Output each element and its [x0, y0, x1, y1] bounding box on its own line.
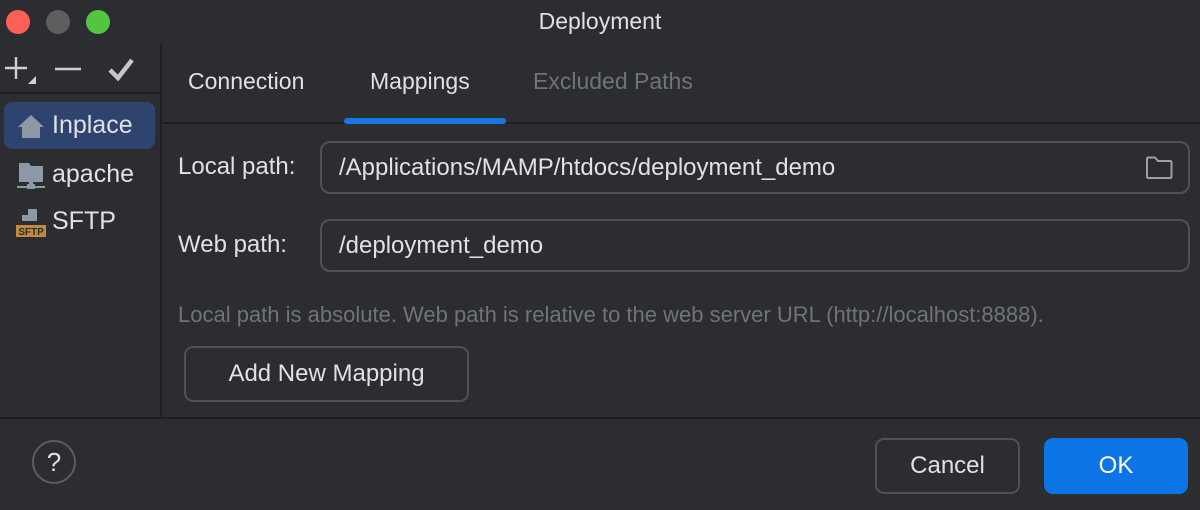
- sidebar-toolbar: [0, 44, 160, 94]
- sidebar-item-sftp[interactable]: SFTP SFTP: [4, 198, 155, 245]
- browse-folder-button[interactable]: [1144, 156, 1174, 180]
- sidebar-divider: [160, 44, 162, 418]
- sidebar-item-label: SFTP: [52, 207, 116, 235]
- tab-connection[interactable]: Connection: [188, 68, 305, 94]
- sftp-icon: SFTP: [16, 207, 46, 238]
- sidebar: Inplace apache SFTP SFTP: [0, 44, 160, 418]
- sidebar-item-label: Inplace: [52, 111, 133, 139]
- close-window-button[interactable]: [6, 10, 30, 34]
- minimize-window-button[interactable]: [46, 10, 70, 34]
- web-path-input[interactable]: /deployment_demo: [320, 219, 1190, 272]
- cancel-button[interactable]: Cancel: [875, 438, 1020, 494]
- footer-divider: [0, 417, 1200, 419]
- ok-button[interactable]: OK: [1044, 438, 1188, 494]
- svg-text:SFTP: SFTP: [18, 227, 44, 238]
- active-tab-indicator: [344, 118, 506, 124]
- tab-excluded-paths[interactable]: Excluded Paths: [533, 68, 693, 94]
- tab-mappings[interactable]: Mappings: [370, 68, 470, 94]
- add-server-button[interactable]: [2, 54, 36, 84]
- remove-server-button[interactable]: [53, 54, 83, 84]
- web-path-value: /deployment_demo: [339, 231, 544, 259]
- tab-bar: Connection Mappings Excluded Paths: [162, 44, 1200, 124]
- help-button[interactable]: ?: [32, 440, 76, 484]
- add-new-mapping-button[interactable]: Add New Mapping: [184, 346, 469, 402]
- check-icon: [108, 58, 134, 82]
- maximize-window-button[interactable]: [86, 10, 110, 34]
- path-hint-text: Local path is absolute. Web path is rela…: [178, 302, 1044, 327]
- home-icon: [16, 111, 46, 141]
- remove-icon: [55, 67, 81, 71]
- sidebar-item-label: apache: [52, 160, 135, 188]
- help-icon: ?: [46, 446, 62, 477]
- title-bar: Deployment: [0, 0, 1200, 44]
- local-path-label: Local path:: [178, 153, 296, 180]
- network-folder-icon: [16, 160, 46, 190]
- web-path-label: Web path:: [178, 231, 287, 258]
- local-path-input[interactable]: /Applications/MAMP/htdocs/deployment_dem…: [320, 141, 1190, 194]
- window-title: Deployment: [538, 8, 662, 34]
- sidebar-item-inplace[interactable]: Inplace: [4, 102, 155, 149]
- local-path-value: /Applications/MAMP/htdocs/deployment_dem…: [339, 153, 836, 181]
- sidebar-item-apache[interactable]: apache: [4, 151, 155, 198]
- set-default-button[interactable]: [106, 54, 136, 84]
- add-icon: [5, 57, 36, 84]
- folder-icon: [1146, 156, 1173, 179]
